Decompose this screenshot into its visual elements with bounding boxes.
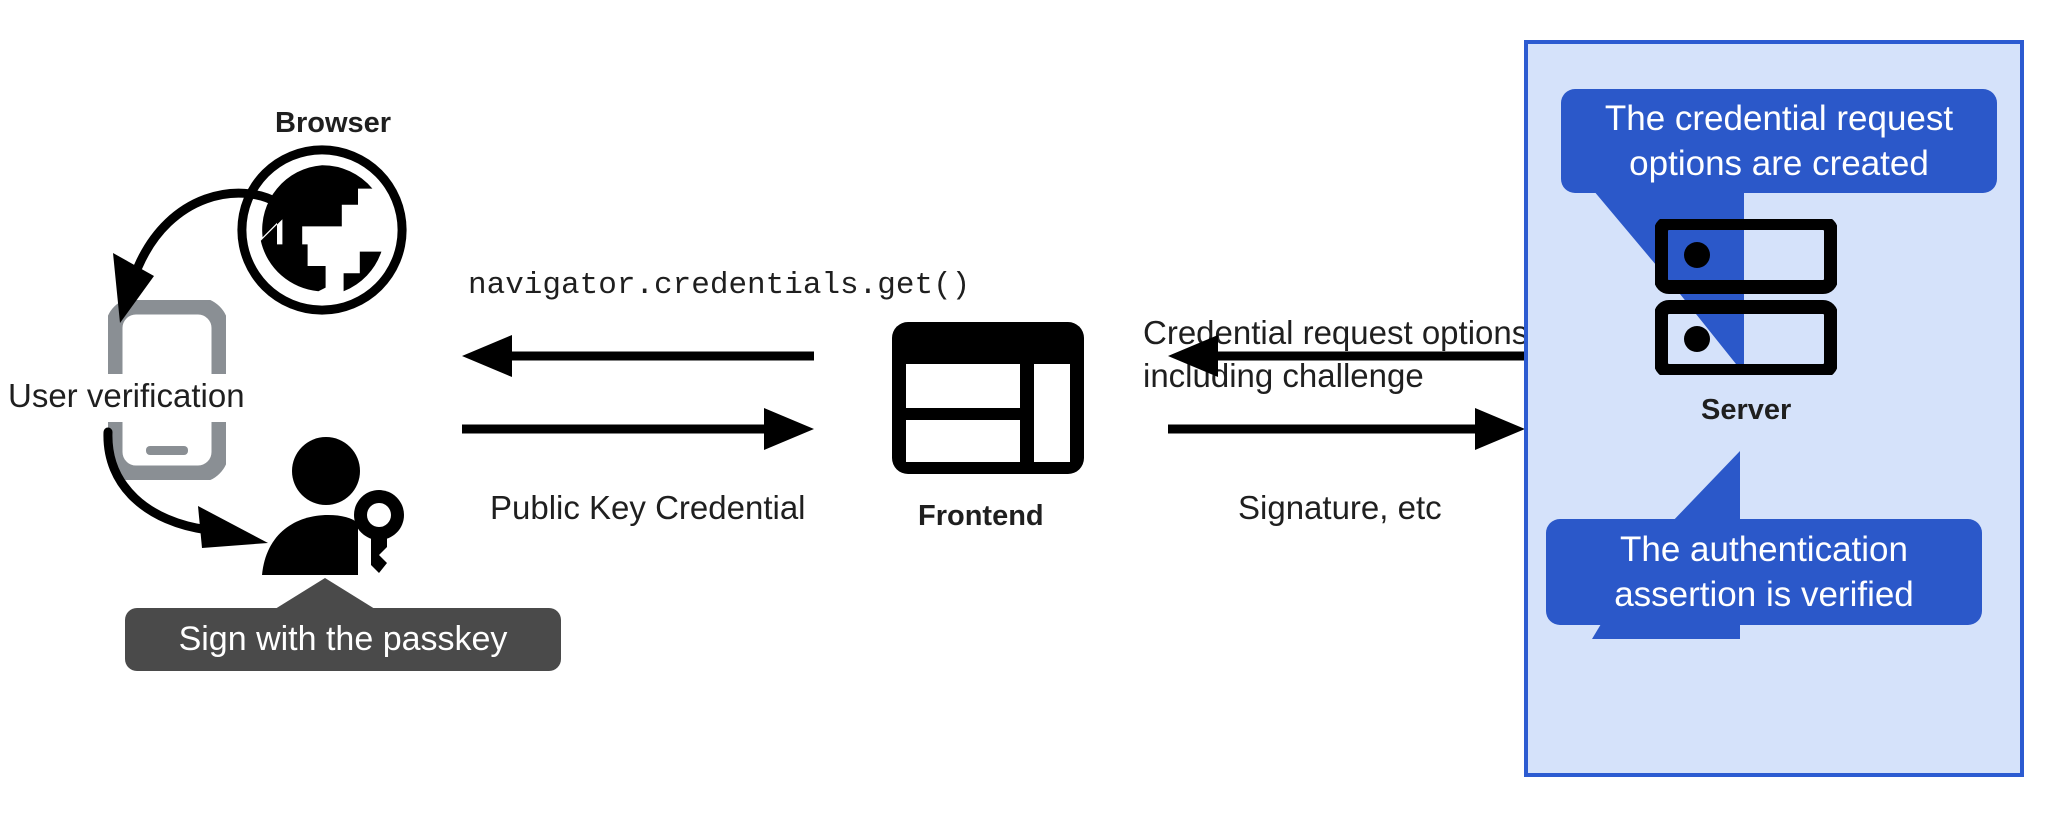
- frontend-to-server-arrow-right: [1168, 405, 1525, 453]
- navigator-credentials-get-label: navigator.credentials.get(): [468, 268, 971, 303]
- dashboard-layout-icon: [890, 320, 1086, 476]
- server-callout-bottom: The authentication assertion is verified: [1546, 519, 1982, 625]
- server-to-frontend-arrow-left: [1168, 332, 1525, 380]
- tooltip-pointer-icon: [267, 578, 383, 614]
- credential-request-options-line1: Credential request options, including ch…: [1143, 314, 1538, 394]
- server-label: Server: [1701, 394, 1792, 426]
- sign-with-passkey-label: Sign with the passkey: [125, 608, 561, 671]
- frontend-to-browser-arrow-right: [462, 405, 814, 453]
- browser-to-frontend-arrow-left: [462, 332, 814, 380]
- browser-to-phone-arrow: [90, 175, 290, 335]
- person-with-key-icon: [260, 425, 420, 585]
- top-callout-tail-icon: [1588, 184, 1744, 374]
- frontend-label: Frontend: [918, 500, 1044, 532]
- browser-label: Browser: [275, 107, 392, 139]
- globe-icon: [232, 140, 412, 320]
- signature-etc-label: Signature, etc: [1238, 489, 1442, 526]
- user-verification-label: User verification: [8, 377, 245, 414]
- public-key-credential-label: Public Key Credential: [490, 489, 806, 526]
- server-callout-top: The credential request options are creat…: [1561, 89, 1997, 193]
- phone-to-user-arrow: [100, 427, 300, 560]
- user-verification-text-backdrop: [0, 374, 255, 422]
- server-rack-icon: [1654, 216, 1838, 378]
- server-panel: The credential request options are creat…: [1524, 40, 2024, 777]
- credential-request-options-label: Credential request options, including ch…: [1143, 228, 1537, 481]
